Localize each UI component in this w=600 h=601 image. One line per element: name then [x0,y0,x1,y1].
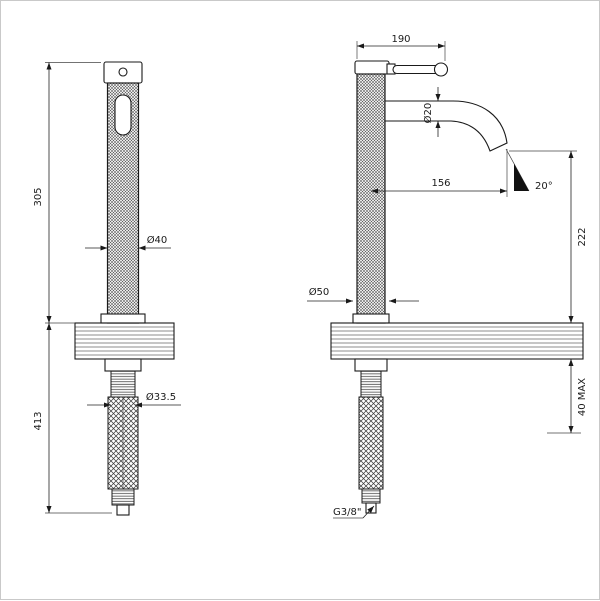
side-body-knurled [356,73,386,324]
dim-spout-reach: 156 [431,178,450,189]
side-lever-handle [392,64,440,75]
side-threaded-shank [360,370,382,398]
side-deck-section [330,322,584,360]
front-cap-screw [118,67,128,77]
front-view [74,61,175,516]
dim-spout-height: 222 [577,227,588,246]
front-deck-section [74,322,175,360]
side-view [330,60,584,514]
front-view-dimensions: 305 413 Ø40 Ø33.5 [33,62,181,514]
front-base-flange [100,313,146,324]
dim-height-below-deck: 413 [33,411,44,430]
dim-handle-width: 190 [391,34,410,45]
side-base-flange [352,313,390,324]
dim-body-diameter: Ø40 [147,234,168,246]
dim-spout-diameter: Ø20 [422,103,434,124]
spout-angle-triangle [514,163,529,191]
side-flexible-hose [358,396,384,490]
front-hose-tip [116,504,130,516]
side-top-cap [354,60,390,75]
front-threaded-shank [110,370,136,398]
side-hose-nut [361,488,381,504]
front-locknut [104,358,142,372]
dim-deck-max-thickness: 40 MAX [577,378,588,416]
side-locknut [354,358,388,372]
side-hose-tip [365,502,377,514]
front-hose-nut [111,488,135,506]
side-lever-knob [433,62,449,77]
dim-base-diameter: Ø50 [309,286,330,298]
dim-hose-connection: G3/8" [333,507,361,518]
front-handle-slot [114,94,132,136]
dim-height-above-deck: 305 [33,187,44,206]
side-spout [384,100,508,152]
dim-spout-angle: 20° [535,181,553,192]
dim-shank-diameter: Ø33.5 [146,391,176,403]
side-view-dimensions: 190 Ø20 156 20° 222 40 MAX Ø50 G3/8" [307,34,588,519]
